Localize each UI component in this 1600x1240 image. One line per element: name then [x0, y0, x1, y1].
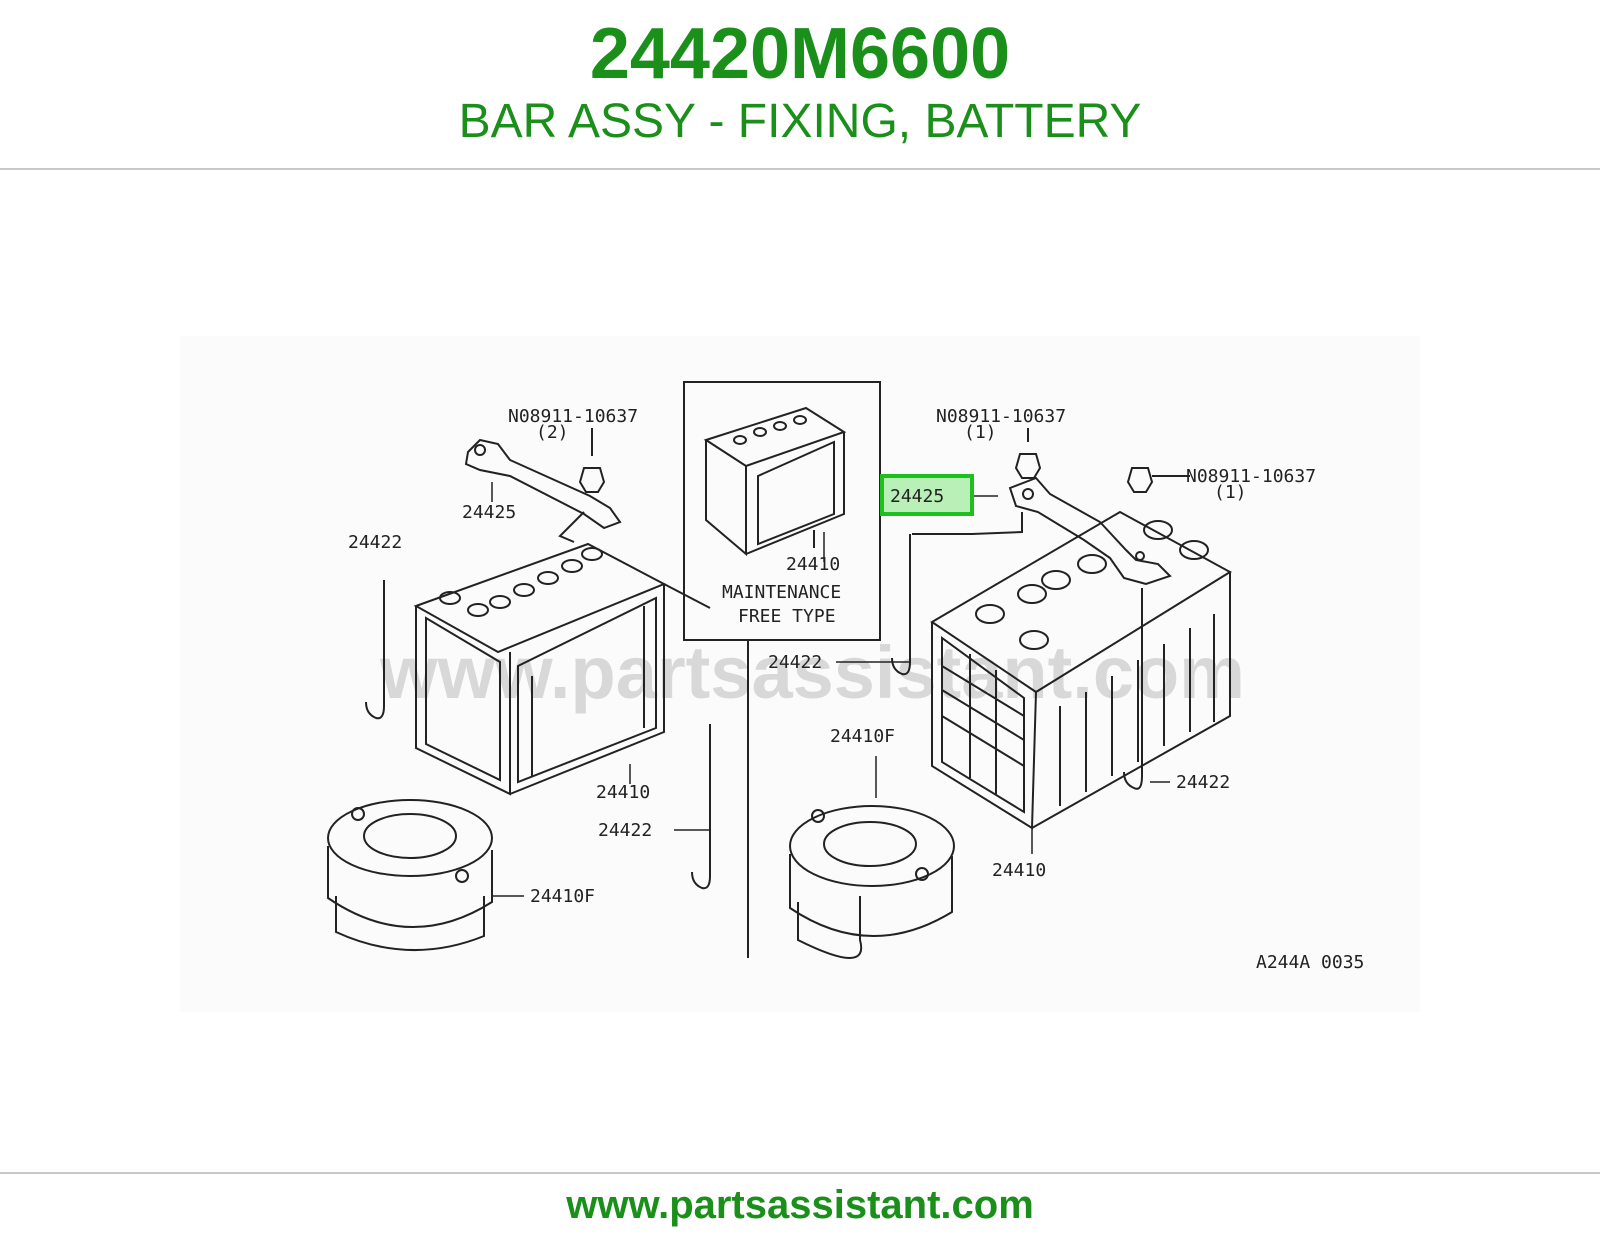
right-tray-label[interactable]: 24410F — [830, 726, 895, 747]
right-fixing-bar — [912, 476, 1172, 586]
inset-battery-label[interactable]: 24410 — [786, 554, 840, 575]
diagram-svg: www.partsassistant.com — [327, 381, 1364, 973]
left-tray-label[interactable]: 24410F — [530, 886, 595, 907]
right-nut2-qty: (1) — [1214, 482, 1247, 503]
left-battery-label[interactable]: 24410 — [596, 782, 650, 803]
header-divider — [0, 168, 1600, 170]
left-rod-right-label[interactable]: 24422 — [598, 820, 652, 841]
footer-website-link[interactable]: www.partsassistant.com — [566, 1183, 1034, 1227]
left-rod-right — [663, 583, 711, 890]
inset-battery — [703, 406, 847, 557]
right-nut-1 — [1014, 428, 1042, 479]
left-nut-qty: (2) — [536, 422, 569, 443]
leader-lines — [491, 482, 1170, 897]
left-fixing-bar — [464, 438, 622, 543]
left-battery — [413, 542, 667, 796]
diagram-watermark: www.partsassistant.com — [379, 631, 1245, 714]
left-bar-label[interactable]: 24425 — [462, 502, 516, 523]
right-battery-label[interactable]: 24410 — [992, 860, 1046, 881]
right-nut2-label: N08911-10637 — [1186, 466, 1316, 487]
right-rod-right — [1123, 588, 1143, 790]
left-rod-left — [365, 580, 385, 720]
left-rod-left-label[interactable]: 24422 — [348, 532, 402, 553]
right-nut1-label: N08911-10637 — [936, 406, 1066, 427]
drawing-code: A244A 0035 — [1256, 952, 1364, 973]
left-nut — [578, 428, 606, 493]
inset-caption-2: FREE TYPE — [738, 606, 836, 627]
inset-caption-1: MAINTENANCE — [722, 582, 841, 603]
right-nut-2 — [1126, 467, 1190, 493]
highlighted-part-box[interactable] — [880, 474, 974, 516]
parts-diagram: www.partsassistant.com — [180, 336, 1420, 1012]
part-number-title: 24420M6600 — [589, 14, 1011, 94]
page-header: 24420M6600 BAR ASSY - FIXING, BATTERY — [0, 0, 1600, 170]
part-description: BAR ASSY - FIXING, BATTERY — [458, 95, 1142, 148]
left-nut-label: N08911-10637 — [508, 406, 638, 427]
footer-divider — [0, 1172, 1600, 1174]
right-bar-label-highlighted[interactable]: 24425 — [890, 486, 944, 507]
right-battery — [930, 510, 1232, 830]
left-battery-tray — [327, 799, 493, 952]
right-nut1-qty: (1) — [964, 422, 997, 443]
right-rod-left-label[interactable]: 24422 — [768, 652, 822, 673]
right-rod-left — [891, 534, 911, 676]
right-rod-right-label[interactable]: 24422 — [1176, 772, 1230, 793]
right-battery-tray — [789, 805, 955, 959]
